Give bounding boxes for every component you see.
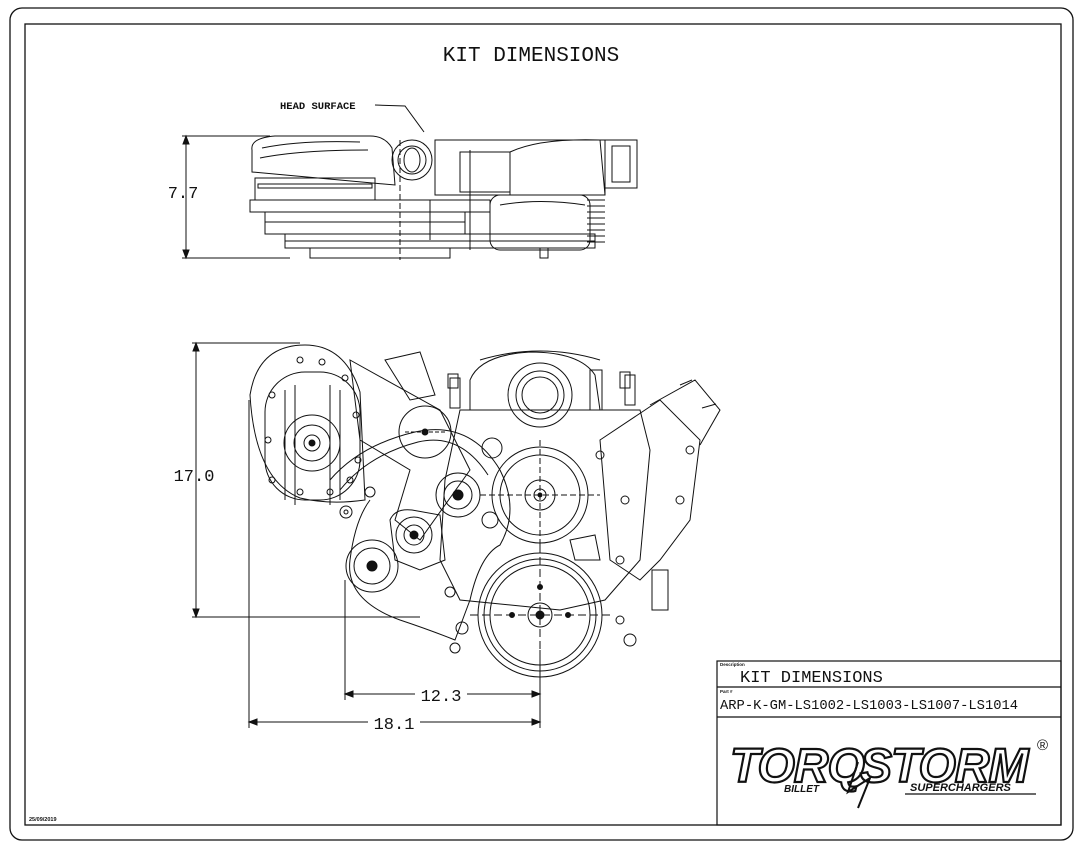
torqstorm-logo: TORQ STORM BILLET SUPERCHARGERS ® <box>729 737 1048 809</box>
logo-brand-torq: TORQ <box>730 740 864 793</box>
logo-sub-billet: BILLET <box>784 784 820 795</box>
inner-border <box>24 23 1062 826</box>
logo-lightning-bolt <box>846 761 873 809</box>
description-label: Description <box>720 662 745 667</box>
front-height-dimension: 17.0 <box>174 468 215 487</box>
front-view-drawing: 17.0 12.3 18.1 <box>174 341 721 735</box>
sheet-title: KIT DIMENSIONS <box>443 45 619 68</box>
front-outer-width-dimension: 18.1 <box>374 716 415 735</box>
title-block <box>716 660 1062 826</box>
logo-registered-mark: ® <box>1037 737 1048 754</box>
part-number-label: Part # <box>720 689 733 694</box>
description-value: KIT DIMENSIONS <box>740 669 883 688</box>
drawing-date: 25/09/2019 <box>29 817 57 823</box>
callout-leader <box>374 104 425 133</box>
top-view-drawing: HEAD SURFACE 7.7 <box>168 101 638 260</box>
head-surface-callout: HEAD SURFACE <box>280 101 356 113</box>
top-height-dimension: 7.7 <box>168 185 199 204</box>
part-number-value: ARP-K-GM-LS1002-LS1003-LS1007-LS1014 <box>720 699 1018 714</box>
logo-sub-superchargers: SUPERCHARGERS <box>910 782 1012 794</box>
outer-border <box>9 7 1074 841</box>
logo-brand-storm: STORM <box>860 740 1029 793</box>
front-inner-width-dimension: 12.3 <box>421 688 462 707</box>
